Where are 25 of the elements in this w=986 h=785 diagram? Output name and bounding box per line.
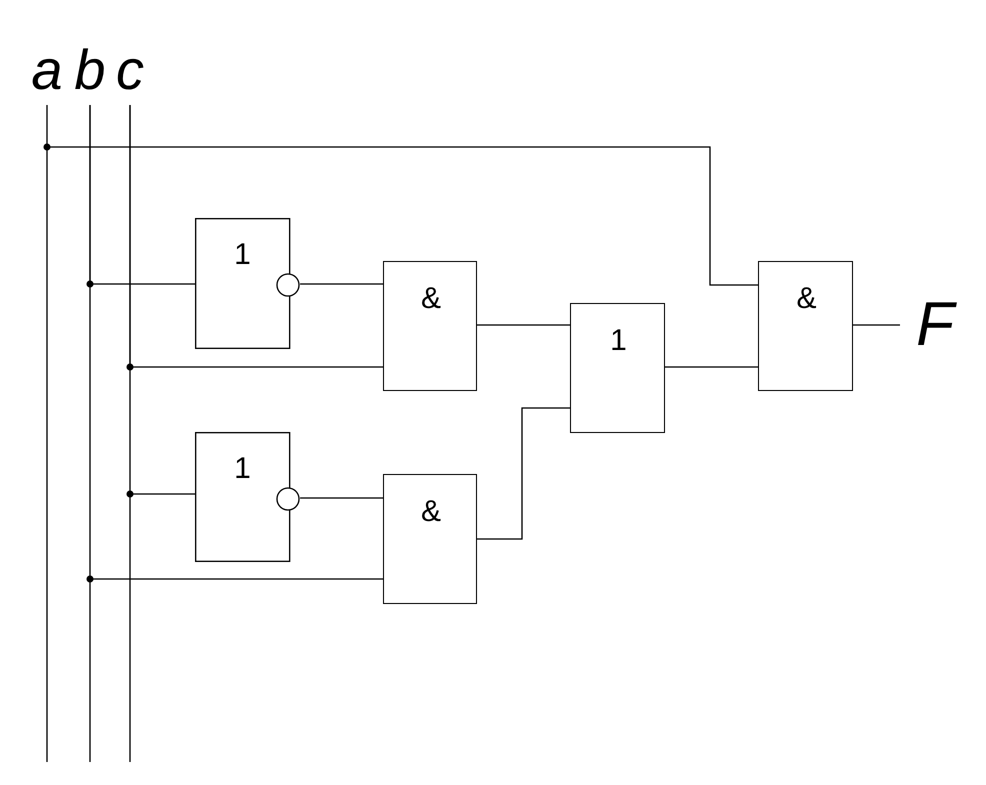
input-label: c bbox=[110, 35, 150, 105]
gate-symbol: 1 bbox=[233, 452, 252, 486]
not-gate bbox=[195, 218, 300, 349]
gate-symbol: 1 bbox=[609, 324, 628, 358]
output-label: F bbox=[900, 290, 970, 360]
input-label: b bbox=[69, 35, 111, 105]
not-gate bbox=[195, 432, 300, 562]
input-label: a bbox=[25, 35, 69, 105]
wire bbox=[300, 283, 383, 285]
gate-symbol: & bbox=[420, 495, 442, 529]
gate-symbol: & bbox=[420, 282, 442, 316]
wire bbox=[853, 324, 900, 326]
wire bbox=[477, 324, 570, 326]
or-gate bbox=[570, 303, 665, 433]
wire bbox=[129, 105, 195, 495]
gate-symbol: & bbox=[795, 282, 818, 316]
and-gate bbox=[383, 261, 477, 391]
wire bbox=[46, 105, 758, 286]
wire bbox=[89, 105, 383, 580]
gate-symbol: 1 bbox=[233, 238, 252, 272]
wire bbox=[665, 366, 758, 368]
and-gate bbox=[383, 474, 477, 604]
and-gate bbox=[758, 261, 853, 391]
wire bbox=[300, 497, 383, 499]
wire bbox=[477, 407, 570, 540]
